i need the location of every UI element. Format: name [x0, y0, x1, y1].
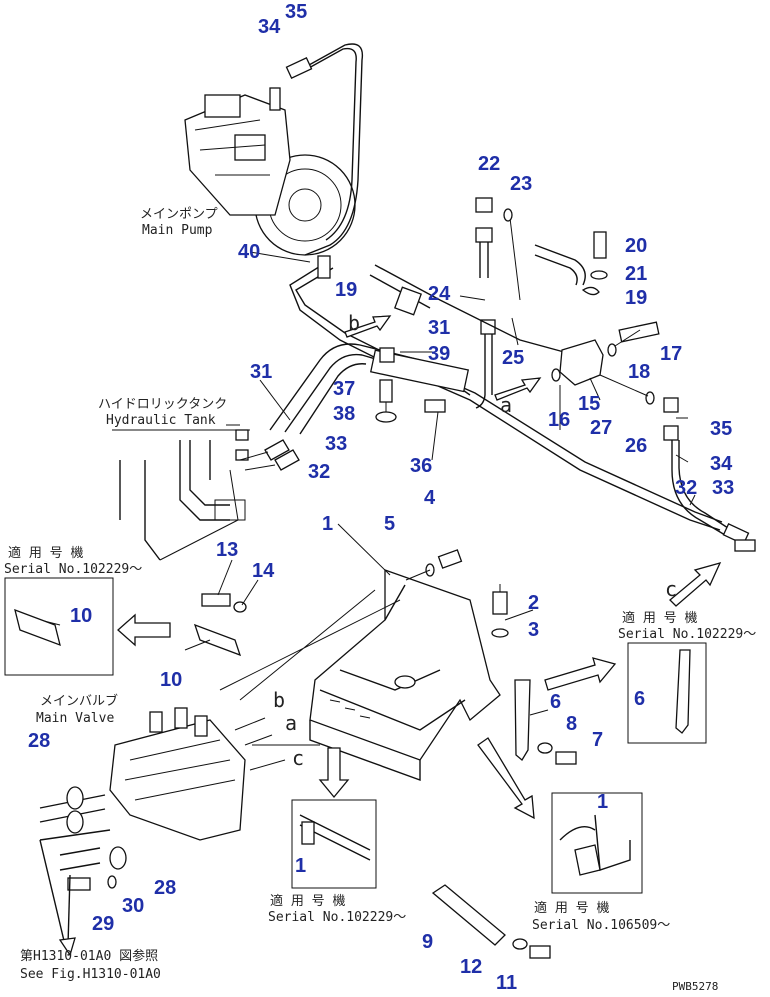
main-valve-en-label: Main Valve	[36, 711, 114, 726]
callout-38: 38	[333, 403, 355, 425]
hydraulic-tank-jp-label: ハイドロリックタンク	[98, 397, 227, 412]
letter-a: a	[500, 393, 512, 417]
arrow-to-detail-1b	[477, 737, 535, 820]
callout-17: 17	[660, 343, 682, 365]
main-pump-en-label: Main Pump	[142, 223, 213, 238]
callout-35: 35	[285, 1, 307, 23]
callout-19: 19	[625, 287, 647, 309]
arrow-c	[669, 561, 722, 607]
callout-7: 7	[592, 729, 603, 751]
callout-31: 31	[250, 361, 272, 383]
callout-25: 25	[502, 347, 524, 369]
serial-jp-label: 適 用 号 機	[622, 610, 697, 626]
callout-6: 6	[550, 691, 561, 713]
callout-34: 34	[710, 453, 733, 475]
callout-9: 9	[422, 931, 433, 953]
arrow-to-detail-1a	[318, 747, 350, 799]
callout-18: 18	[628, 361, 650, 383]
arrow-to-detail-10	[117, 613, 171, 647]
callout-8: 8	[566, 713, 577, 735]
bracket-frame	[309, 569, 501, 781]
callout-31: 31	[428, 317, 450, 339]
callout-28: 28	[154, 877, 176, 899]
main-valve	[109, 707, 246, 841]
serial-jp-label: 適 用 号 機	[534, 900, 609, 916]
callout-14: 14	[252, 560, 275, 582]
callout-24: 24	[428, 283, 451, 305]
callout-32: 32	[675, 477, 697, 499]
detail-box-1a	[291, 799, 377, 889]
letter-c: c	[292, 746, 304, 770]
callout-33: 33	[325, 433, 347, 455]
callout-19: 19	[335, 279, 357, 301]
callout-33: 33	[712, 477, 734, 499]
callout-15: 15	[578, 393, 600, 415]
serial-label: Serial No.102229～	[618, 627, 756, 642]
callout-3: 3	[528, 619, 539, 641]
callout-4: 4	[424, 487, 436, 509]
callout-37: 37	[333, 378, 355, 400]
callout-20: 20	[625, 235, 647, 257]
callout-6: 6	[634, 688, 645, 710]
callout-36: 36	[410, 455, 432, 477]
callout-1: 1	[295, 855, 306, 877]
callout-1: 1	[597, 791, 608, 813]
detail-box-6	[627, 642, 707, 744]
arrow-to-detail-6	[544, 657, 617, 691]
letter-c: c	[665, 577, 677, 601]
detail-box-1b	[551, 792, 643, 894]
arrow-a	[494, 377, 542, 401]
main-pump-jp-label: メインポンプ	[140, 207, 218, 222]
see-fig-jp-label: 第H1310-01A0 図参照	[20, 948, 158, 964]
callout-10: 10	[160, 669, 182, 691]
serial-label: Serial No.102229～	[4, 562, 142, 577]
letter-b: b	[273, 688, 285, 712]
serial-label: Serial No.102229～	[268, 910, 406, 925]
letter-a: a	[285, 711, 297, 735]
callout-26: 26	[625, 435, 647, 457]
see-fig-en-label: See Fig.H1310-01A0	[20, 967, 161, 982]
callout-13: 13	[216, 539, 238, 561]
callout-35: 35	[710, 418, 732, 440]
callout-22: 22	[478, 153, 500, 175]
callout-39: 39	[428, 343, 450, 365]
callout-5: 5	[384, 513, 395, 535]
main-pump	[184, 94, 356, 256]
drawing-id: PWB5278	[672, 980, 718, 993]
main-valve-jp-label: メインバルブ	[40, 693, 118, 709]
callout-23: 23	[510, 173, 532, 195]
callout-28: 28	[28, 730, 50, 752]
serial-label: Serial No.106509～	[532, 918, 670, 933]
callout-27: 27	[590, 417, 612, 439]
callout-12: 12	[460, 956, 482, 978]
callout-30: 30	[122, 895, 144, 917]
letter-b: b	[348, 311, 360, 335]
callout-1: 1	[322, 513, 333, 535]
callout-32: 32	[308, 461, 330, 483]
callout-40: 40	[238, 241, 260, 263]
arrow-b	[344, 315, 392, 338]
serial-jp-label: 適 用 号 機	[8, 545, 83, 561]
callout-10: 10	[70, 605, 92, 627]
callout-34: 34	[258, 16, 281, 38]
serial-jp-label: 適 用 号 機	[270, 893, 345, 909]
callout-16: 16	[548, 409, 570, 431]
hydraulic-tank-en-label: Hydraulic Tank	[106, 413, 216, 428]
detail-box-10	[4, 577, 114, 676]
leader-lines	[39, 251, 696, 716]
callout-29: 29	[92, 913, 114, 935]
callout-2: 2	[528, 592, 539, 614]
callout-11: 11	[496, 972, 517, 994]
callout-21: 21	[625, 263, 647, 285]
